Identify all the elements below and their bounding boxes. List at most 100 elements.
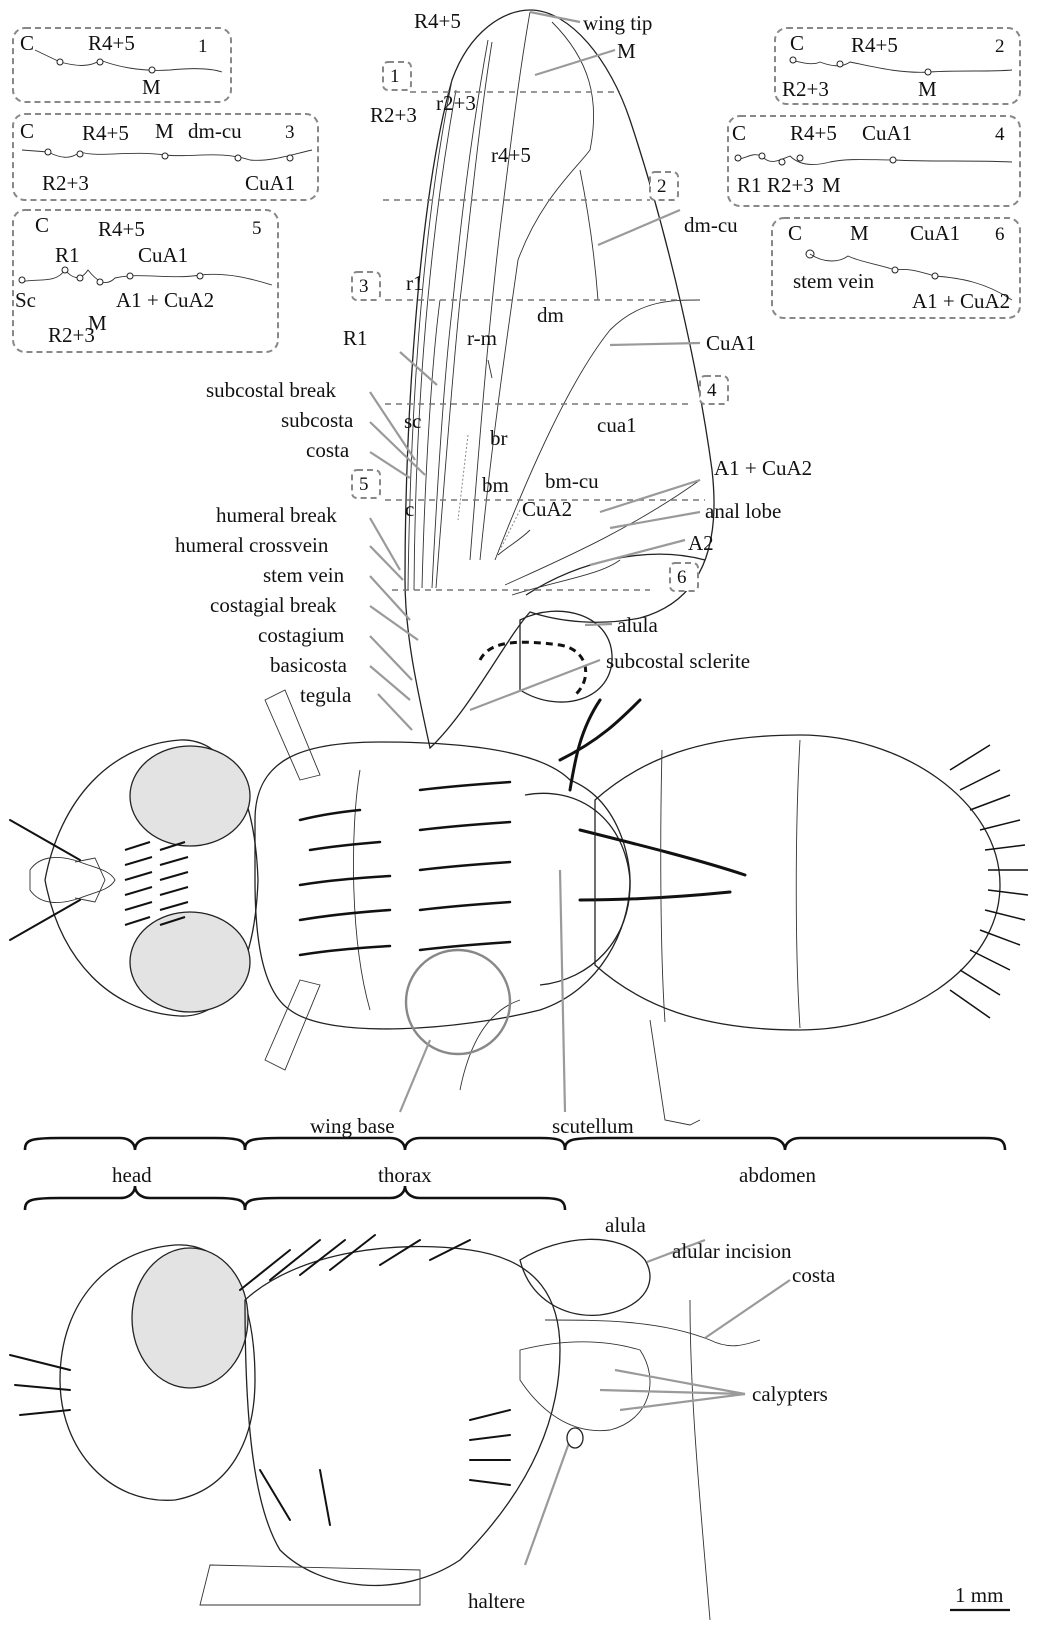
label-r45: R4+5 <box>414 9 461 33</box>
label-abdomen: abdomen <box>739 1163 816 1187</box>
label-humeral-crossvein: humeral crossvein <box>175 533 329 557</box>
svg-text:A1 + CuA2: A1 + CuA2 <box>912 289 1010 313</box>
tag-5: 5 <box>359 474 369 495</box>
tag-4: 4 <box>707 380 717 401</box>
thorax-outline <box>255 742 630 1029</box>
label-anal-lobe: anal lobe <box>705 499 781 523</box>
label-c-cell: c <box>405 497 414 521</box>
svg-text:CuA1: CuA1 <box>910 221 960 245</box>
label-alular-incision: alular incision <box>672 1239 792 1263</box>
svg-text:R2+3: R2+3 <box>782 77 829 101</box>
label-wing-tip: wing tip <box>583 11 652 35</box>
svg-text:M: M <box>142 75 161 99</box>
wing <box>405 10 714 748</box>
label-thorax: thorax <box>378 1163 432 1187</box>
svg-text:C: C <box>788 221 802 245</box>
svg-text:CuA1: CuA1 <box>245 171 295 195</box>
label-subcostal-break: subcostal break <box>206 378 337 402</box>
label-a2: A2 <box>688 531 714 555</box>
label-sc-cell: sc <box>404 409 422 433</box>
svg-text:4: 4 <box>995 124 1005 145</box>
label-costa-lateral: costa <box>792 1263 836 1287</box>
wing-base-circle <box>406 950 510 1054</box>
svg-text:R1: R1 <box>737 173 762 197</box>
svg-text:M: M <box>918 77 937 101</box>
tag-3: 3 <box>359 276 369 297</box>
label-cua1-cell: cua1 <box>597 413 637 437</box>
svg-text:M: M <box>822 173 841 197</box>
label-calypters: calypters <box>752 1382 828 1406</box>
eye-lower <box>130 912 250 1012</box>
svg-text:R1: R1 <box>55 243 80 267</box>
svg-text:dm-cu: dm-cu <box>188 119 242 143</box>
svg-text:R4+5: R4+5 <box>88 31 135 55</box>
section-inset-4: 4 C R4+5 CuA1 R1 R2+3 M <box>728 116 1020 206</box>
label-R1: R1 <box>343 326 368 350</box>
label-r1-cell: r1 <box>406 271 424 295</box>
label-basicosta: basicosta <box>270 653 348 677</box>
lateral-view: alula alular incision costa calypters ha… <box>10 1213 836 1620</box>
lateral-bristles <box>10 1235 510 1525</box>
svg-text:R4+5: R4+5 <box>98 217 145 241</box>
label-dm-cu: dm-cu <box>684 213 738 237</box>
svg-text:R4+5: R4+5 <box>851 33 898 57</box>
svg-text:CuA1: CuA1 <box>138 243 188 267</box>
label-r45-cell: r4+5 <box>491 143 531 167</box>
label-humeral-break: humeral break <box>216 503 337 527</box>
label-r23-cell: r2+3 <box>436 91 476 115</box>
svg-text:M: M <box>850 221 869 245</box>
label-scutellum: scutellum <box>552 1114 634 1138</box>
svg-text:A1 + CuA2: A1 + CuA2 <box>116 288 214 312</box>
svg-text:R4+5: R4+5 <box>82 121 129 145</box>
svg-text:6: 6 <box>995 224 1005 245</box>
label-r-m: r-m <box>467 326 497 350</box>
label-bm: bm <box>482 473 509 497</box>
svg-text:R4+5: R4+5 <box>790 121 837 145</box>
label-head: head <box>112 1163 152 1187</box>
lateral-thorax-outline <box>245 1247 560 1586</box>
haltere-knob <box>567 1428 583 1448</box>
svg-text:C: C <box>790 31 804 55</box>
tag-1: 1 <box>390 66 400 87</box>
label-alula-wing: alula <box>617 613 658 637</box>
section-inset-1: 1 C R4+5 M <box>13 28 231 102</box>
label-m: M <box>617 39 636 63</box>
svg-text:R2+3: R2+3 <box>42 171 89 195</box>
label-dm-cell: dm <box>537 303 564 327</box>
svg-text:3: 3 <box>285 122 295 143</box>
scale-bar: 1 mm <box>950 1583 1010 1610</box>
region-braces: head thorax abdomen <box>25 1138 1005 1210</box>
label-wing-base: wing base <box>310 1114 395 1138</box>
thorax-bristles <box>300 700 745 955</box>
label-a1-cua2: A1 + CuA2 <box>714 456 812 480</box>
section-inset-2: 2 C R4+5 R2+3 M <box>775 28 1020 104</box>
abdomen-bristles <box>950 745 1028 1018</box>
label-r23: R2+3 <box>370 103 417 127</box>
lateral-eye <box>132 1248 248 1388</box>
label-costagial-break: costagial break <box>210 593 337 617</box>
svg-text:Sc: Sc <box>15 288 36 312</box>
label-costagium: costagium <box>258 623 344 647</box>
svg-text:2: 2 <box>995 36 1005 57</box>
label-cua2: CuA2 <box>522 497 572 521</box>
svg-text:1: 1 <box>198 36 208 57</box>
label-subcosta: subcosta <box>281 408 354 432</box>
section-inset-6: 6 C M CuA1 stem vein A1 + CuA2 <box>772 218 1020 318</box>
label-tegula: tegula <box>300 683 352 707</box>
svg-text:5: 5 <box>252 218 262 239</box>
label-cua1: CuA1 <box>706 331 756 355</box>
label-costa: costa <box>306 438 350 462</box>
scale-bar-label: 1 mm <box>955 1583 1003 1607</box>
label-subcostal-sclerite: subcostal sclerite <box>606 649 750 673</box>
eye-upper <box>130 746 250 846</box>
label-stem-vein: stem vein <box>263 563 345 587</box>
tag-6: 6 <box>677 567 687 588</box>
section-inset-5: 5 C R4+5 R1 CuA1 Sc A1 + CuA2 M R2+3 <box>13 210 278 352</box>
svg-text:C: C <box>35 213 49 237</box>
section-inset-3: 3 C R4+5 M dm-cu R2+3 CuA1 <box>13 114 318 200</box>
label-alula-lateral: alula <box>605 1213 646 1237</box>
label-br: br <box>490 426 508 450</box>
label-bm-cu: bm-cu <box>545 469 599 493</box>
